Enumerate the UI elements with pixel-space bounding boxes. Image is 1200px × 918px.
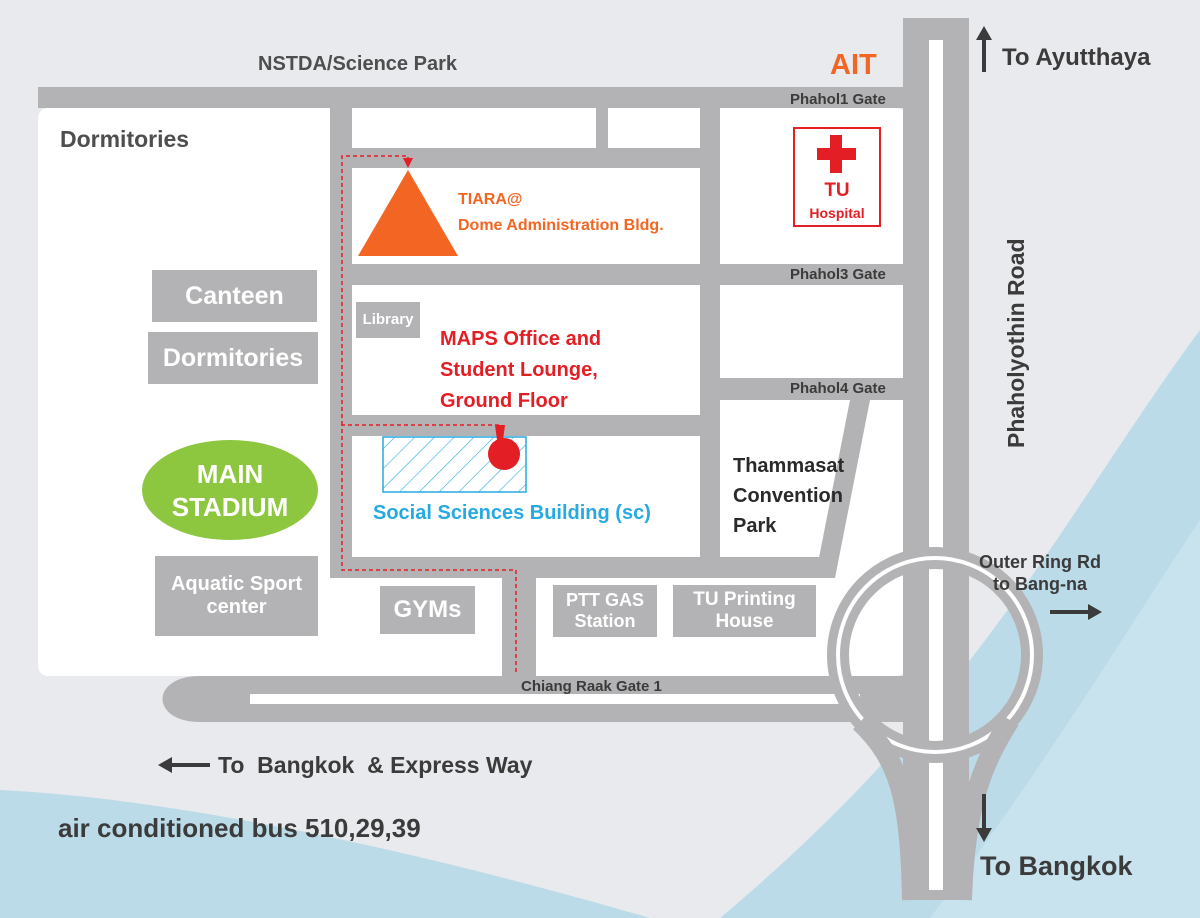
dormitories-top-label: Dormitories (60, 126, 190, 152)
to-ayutthaya-label: To Ayutthaya (1002, 44, 1151, 71)
maps-label-line2: Student Lounge, (440, 359, 598, 381)
to-bangkok-label: To Bangkok (980, 851, 1133, 881)
main-stadium-shape (142, 440, 318, 540)
tiara-triangle (358, 170, 458, 256)
tu-printing-label: TU Printing House (693, 589, 796, 632)
interchange-ramp (853, 714, 922, 901)
convention-label-line1: Thammasat (733, 455, 845, 477)
library-box: Library (356, 302, 420, 338)
arrow-right-icon (1050, 604, 1102, 620)
maps-pin (488, 438, 520, 470)
maps-pin-tip (495, 425, 505, 440)
road-v-west (330, 108, 352, 578)
bottom-road-inner (250, 694, 860, 704)
canteen-label: Canteen (185, 281, 284, 310)
library-label: Library (362, 311, 414, 329)
road-h-2 (352, 264, 906, 285)
tiara-label-line1: TIARA@ (458, 191, 523, 208)
main-stadium-label: MAIN STADIUM (171, 459, 289, 522)
gyms-label: GYMs (393, 596, 462, 624)
arrow-up-icon (976, 26, 992, 72)
road-h-5 (330, 557, 830, 578)
road-v-gate (502, 578, 536, 676)
water-lower-left (0, 790, 650, 918)
convention-label-line3: Park (733, 515, 777, 537)
canteen-box: Canteen (152, 270, 317, 322)
road-h-3 (720, 378, 906, 400)
tu-printing-box: TU Printing House (673, 585, 816, 637)
arrow-left-icon (158, 757, 210, 773)
highway-divider (929, 40, 943, 890)
phahol1-gate-label: Phahol1 Gate (790, 91, 886, 108)
convention-label-line2: Convention (733, 485, 843, 507)
to-bangkok-express-label: To Bangkok & Express Way (218, 752, 533, 778)
chiang-raak-gate-label: Chiang Raak Gate 1 (521, 678, 662, 695)
dormitories-box: Dormitories (148, 332, 318, 384)
water-right-highlight (930, 520, 1200, 918)
nstda-label: NSTDA/Science Park (258, 53, 457, 75)
phahol3-gate-label: Phahol3 Gate (790, 266, 886, 283)
dormitories-box-label: Dormitories (162, 343, 304, 372)
social-sciences-label: Social Sciences Building (sc) (373, 502, 651, 524)
ait-label: AIT (830, 49, 877, 81)
phaholyothin-road-label: Phaholyothin Road (1003, 238, 1029, 448)
maps-label-line3: Ground Floor (440, 390, 568, 412)
interchange-loop-inner (836, 556, 1034, 754)
road-h-4 (352, 415, 700, 436)
route-marker-top (403, 158, 413, 168)
interchange-ramp-2 (952, 714, 1019, 901)
hospital-cross-h (817, 148, 856, 160)
road-diagonal (815, 400, 870, 578)
ptt-box: PTT GAS Station (553, 585, 657, 637)
phahol4-gate-label: Phahol4 Gate (790, 380, 886, 397)
aquatic-label: Aquatic Sport center (170, 573, 303, 618)
route-dashed (341, 424, 517, 672)
bus-info-label: air conditioned bus 510,29,39 (58, 813, 421, 843)
outer-ring-label-line1: Outer Ring Rd (979, 552, 1101, 572)
tu-hospital-label-line1: TU (824, 180, 850, 201)
road-v-small (596, 108, 608, 148)
tu-hospital-label-line2: Hospital (809, 205, 865, 221)
road-h-1 (352, 148, 700, 168)
tiara-label-line2: Dome Administration Bldg. (458, 217, 664, 234)
aquatic-box: Aquatic Sport center (155, 556, 318, 636)
top-road (38, 87, 906, 108)
gyms-box: GYMs (380, 586, 475, 634)
ptt-label: PTT GAS Station (565, 590, 644, 631)
arrow-down-icon (976, 794, 992, 842)
road-v-mid (700, 108, 720, 578)
maps-label-line1: MAPS Office and (440, 328, 602, 350)
outer-ring-label-line2: to Bang-na (993, 574, 1087, 594)
